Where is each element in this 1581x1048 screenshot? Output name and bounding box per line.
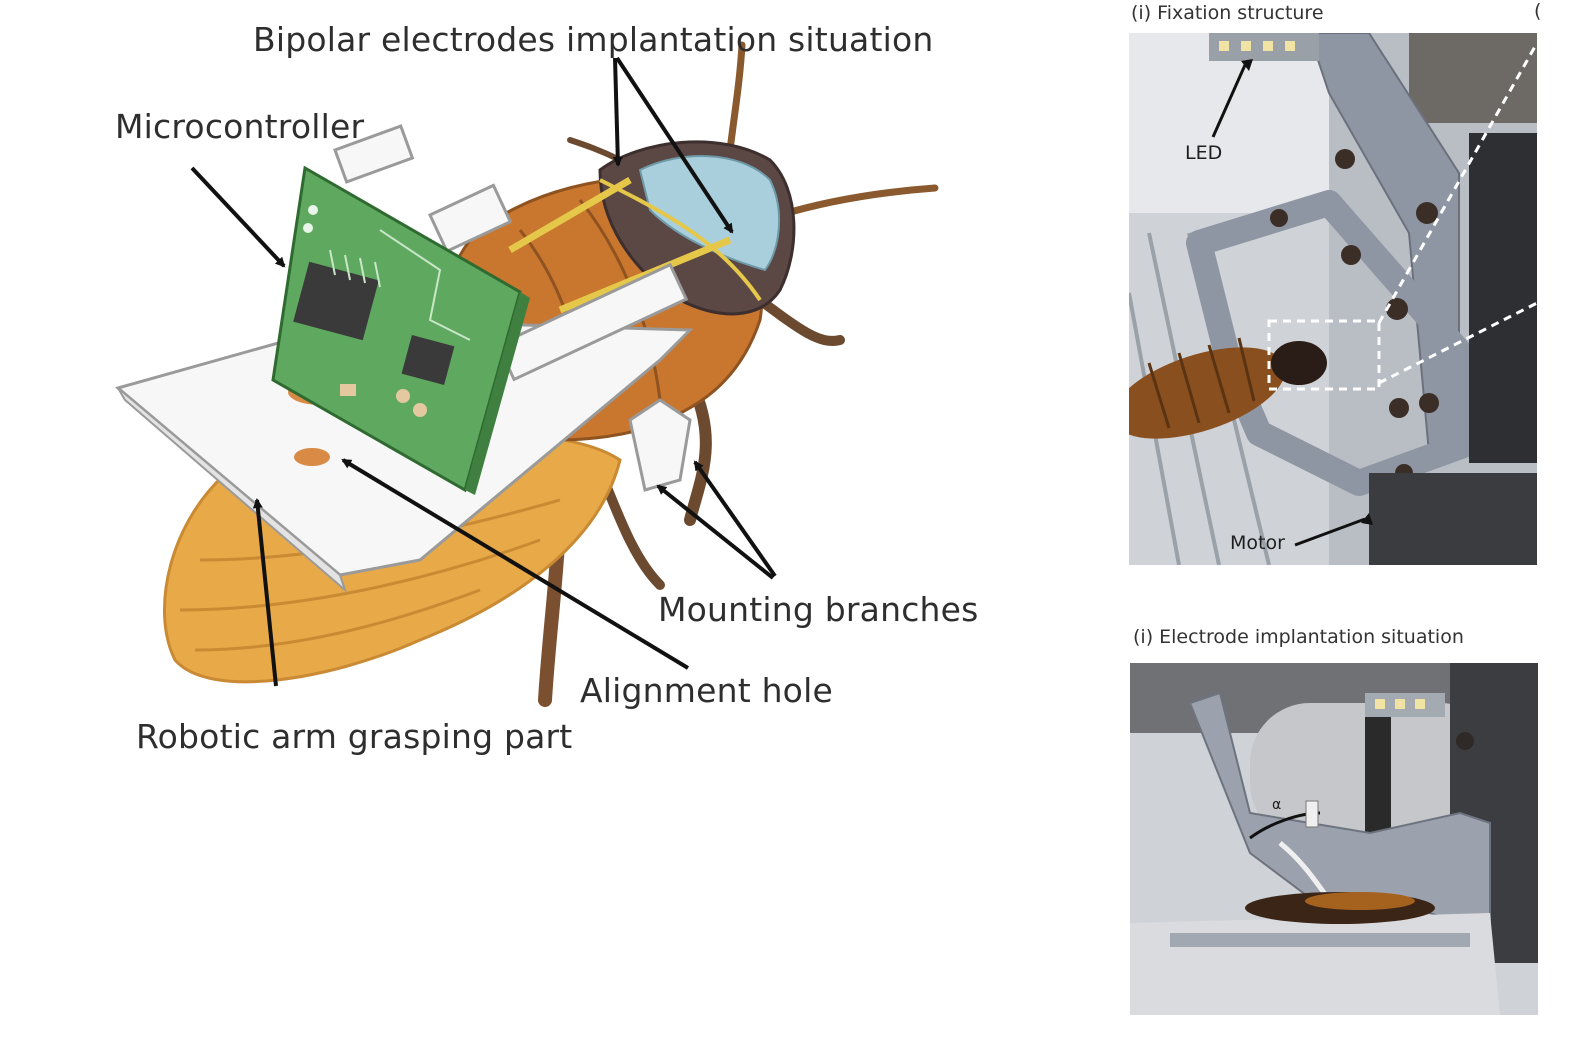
photo-fixation-structure [1129,33,1537,565]
alignment-hole [294,448,330,466]
illustration-drawing [114,41,939,707]
arrow-mounting-1 [656,484,775,580]
antenna-right [776,184,939,219]
label-mounting-branches: Mounting branches [658,590,979,629]
label-angle-alpha: α [1272,797,1282,813]
photo-electrode-implantation [1130,663,1538,1015]
arrow-bipolar-right [615,56,734,234]
label-bipolar-electrodes: Bipolar electrodes implantation situatio… [253,20,934,59]
arrow-bipolar-left [612,57,623,167]
chip [293,261,379,341]
label-microcontroller: Microcontroller [115,107,365,146]
arrow-alignment [341,458,690,670]
panel-title-fixation: (i) Fixation structure [1131,2,1324,24]
antenna-left [726,41,746,154]
pronotum-shield [638,155,781,272]
label-alignment-hole: Alignment hole [580,671,833,710]
arrow-robotic [252,498,278,687]
mounting-branches [333,124,692,492]
panel-title-electrode: (i) Electrode implantation situation [1133,626,1464,648]
arrow-microcontroller [190,166,286,268]
cockroach-robot-illustration: Bipolar electrodes implantation situatio… [114,20,979,756]
arrow-mounting-2 [693,460,777,578]
chip [401,334,455,386]
leg [755,295,845,346]
label-led: LED [1185,142,1223,164]
label-motor: Motor [1230,532,1285,554]
label-robotic-arm-grasping-part: Robotic arm grasping part [136,717,573,756]
microcontroller-board [271,165,530,495]
electrode-wire [508,176,632,254]
cropped-panel-mark: ( [1534,0,1542,22]
